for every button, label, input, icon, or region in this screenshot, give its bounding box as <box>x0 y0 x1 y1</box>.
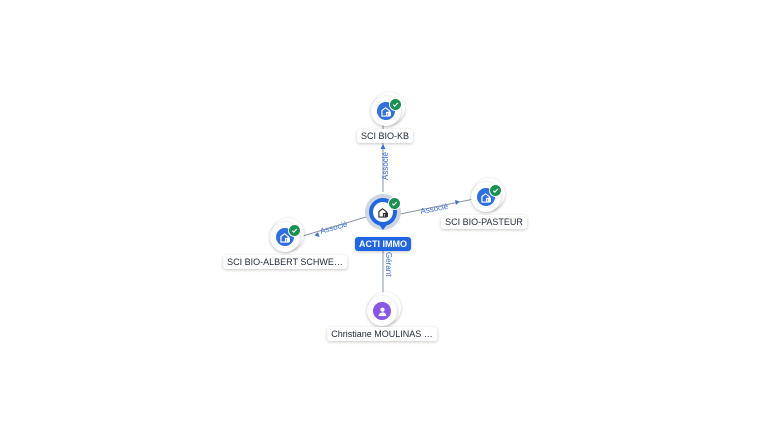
edge-center-pasteur: Associé <box>399 198 475 216</box>
edge-label-moulinas: Gérant <box>384 252 393 277</box>
person-icon <box>373 302 391 320</box>
verified-check-icon <box>288 224 301 237</box>
verified-check-icon <box>389 98 402 111</box>
node-label: Christiane MOULINAS … <box>327 327 437 341</box>
edge-center-schweitzer: Associé <box>295 216 367 239</box>
node-label: SCI BIO-KB <box>356 129 414 143</box>
node-label: SCI BIO-ALBERT SCHWE… <box>223 255 347 269</box>
edge-center-moulinas: Gérant <box>382 250 393 296</box>
node-label: SCI BIO-PASTEUR <box>441 215 527 229</box>
verified-check-icon <box>388 197 401 210</box>
edge-label-pasteur: Associé <box>420 202 450 216</box>
edge-label-kb: Associé <box>381 151 390 180</box>
center-node-label: ACTI IMMO <box>355 237 411 251</box>
verified-check-icon <box>489 184 502 197</box>
edge-label-schweitzer: Associé <box>319 219 349 236</box>
building-icon <box>373 202 393 222</box>
